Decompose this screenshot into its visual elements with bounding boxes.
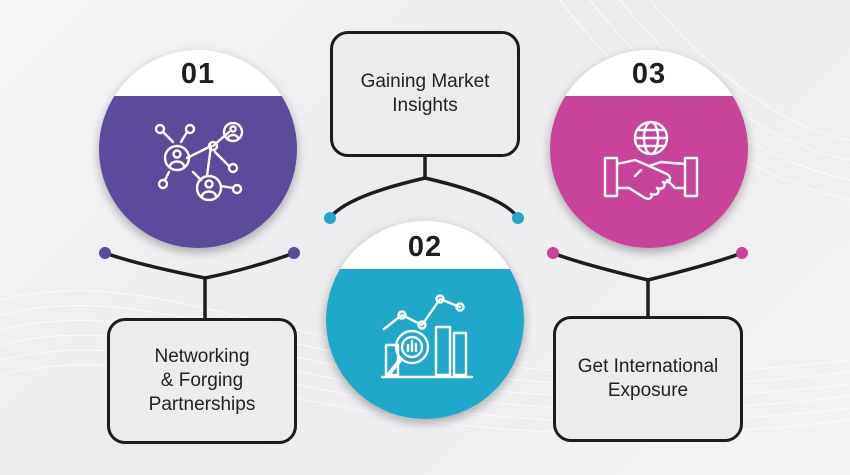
label-line: Partnerships [148, 394, 256, 415]
connector-dot-right-a [547, 247, 559, 259]
globe-handshake-icon [603, 120, 699, 200]
step-number: 01 [180, 58, 216, 90]
step-circle-02: 02 [326, 221, 524, 419]
label-line: Get International [577, 356, 719, 377]
market-analytics-icon [380, 294, 474, 379]
step-number: 02 [407, 231, 443, 263]
label-box-networking: Networking & Forging Partnerships [107, 318, 297, 444]
label-line: & Forging [160, 370, 244, 391]
step-circle-fill [99, 96, 297, 248]
connector-dot-right-b [736, 247, 748, 259]
step-circle-fill [326, 269, 524, 419]
step-circle-01: 01 [99, 50, 297, 248]
step-circle-03: 03 [550, 50, 748, 248]
label-line: Networking [154, 346, 250, 367]
connector-dot-mid-a [324, 212, 336, 224]
step-number: 03 [631, 58, 667, 90]
label-box-market-insights: Gaining Market Insights [330, 31, 520, 157]
label-line: Gaining Market [360, 71, 490, 92]
connector-dot-left-a [99, 247, 111, 259]
label-line: Exposure [607, 380, 689, 401]
network-people-icon [154, 122, 244, 202]
connector-dot-left-b [288, 247, 300, 259]
label-box-international-exposure: Get International Exposure [553, 316, 743, 442]
label-line: Insights [392, 95, 458, 116]
connector-dot-mid-b [512, 212, 524, 224]
